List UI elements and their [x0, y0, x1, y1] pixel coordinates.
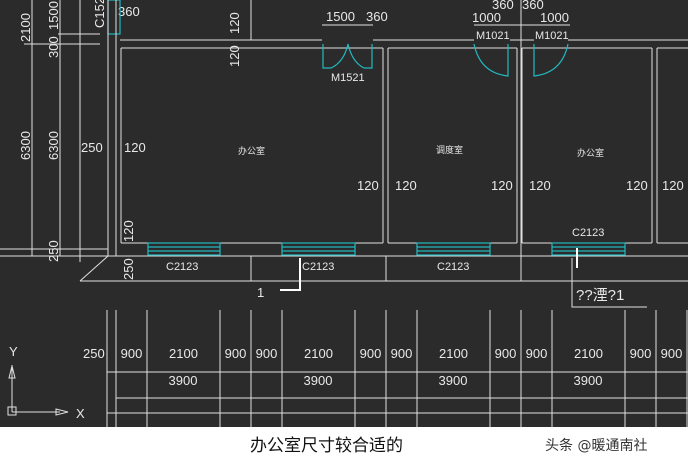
dim-120-r5: 120	[626, 178, 648, 193]
door-m1521	[322, 24, 373, 69]
dim-120-r6: 120	[662, 178, 684, 193]
window-4	[551, 242, 626, 256]
dim-120-wall: 120	[124, 140, 146, 155]
dim-row1-12: 900	[630, 346, 652, 361]
window-label-4: C2123	[572, 227, 604, 239]
window-label-2: C2123	[302, 261, 334, 273]
garbled-label: ??湮?1	[576, 287, 624, 304]
dim-row1-2: 2100	[169, 346, 198, 361]
window-3	[416, 242, 491, 256]
window-2	[281, 242, 356, 256]
dim-360-c: 360	[492, 0, 514, 12]
ucs-icon	[7, 365, 69, 416]
window-c152: C152	[92, 0, 107, 28]
caption-text: 办公室尺寸较合适的	[250, 436, 403, 456]
dim-row1-11: 2100	[574, 346, 603, 361]
dim-row2-2: 3900	[439, 373, 468, 388]
dim-2100: 2100	[18, 13, 33, 42]
dim-row1-8: 2100	[439, 346, 468, 361]
dim-250-left: 250	[46, 240, 61, 262]
caption-bar: 办公室尺寸较合适的 头条 @暖通南社	[0, 427, 688, 460]
dim-1500-top: 1500	[326, 9, 355, 24]
dim-row2-0: 3900	[169, 373, 198, 388]
bottom-dimensions	[106, 310, 688, 427]
door-label-m1021-right: M1021	[535, 30, 569, 42]
walls	[79, 0, 688, 282]
dim-120-r4: 120	[529, 178, 551, 193]
section-mark	[280, 258, 301, 291]
cad-viewport[interactable]: 2100 1500 300 6300 6300 250 C152 360	[0, 0, 688, 427]
dim-row2-1: 3900	[304, 373, 333, 388]
door-m1021-right	[533, 43, 569, 77]
dim-300: 300	[46, 36, 61, 58]
windows	[147, 242, 626, 256]
dim-1000-b: 1000	[540, 10, 569, 25]
dim-250-bottom: 250	[121, 258, 136, 280]
room-label-dispatch: 调度室	[436, 144, 463, 156]
dim-120-bottom: 120	[121, 220, 136, 242]
dim-row1-labels: 900 2100 900 900 2100 900 900 2100 900 900 2100 900…	[121, 346, 683, 361]
window-label-3: C2123	[437, 261, 469, 273]
window-1	[147, 242, 221, 256]
dim-6300-b: 6300	[46, 131, 61, 160]
dim-360-top: 360	[366, 9, 388, 24]
window-label-1: C2123	[166, 261, 198, 273]
dim-360-left: 360	[118, 4, 140, 19]
floor-plan[interactable]: 2100 1500 300 6300 6300 250 C152 360	[0, 0, 688, 427]
door-label-m1021-left: M1021	[476, 30, 510, 42]
watermark: 头条 @暖通南社	[545, 438, 648, 454]
dim-120-r1: 120	[357, 178, 379, 193]
dim-row1-7: 900	[391, 346, 413, 361]
dim-120-r2: 120	[395, 178, 417, 193]
dim-120-r3: 120	[491, 178, 513, 193]
dim-1500: 1500	[46, 1, 61, 30]
ucs-x-label: X	[76, 406, 85, 421]
room-label-office-1: 办公室	[238, 145, 265, 157]
dim-row1-0: 250	[83, 346, 105, 361]
door-label-m1521: M1521	[331, 72, 365, 84]
dim-row2-labels: 3900 3900 3900 3900	[169, 373, 603, 388]
dim-120-top-b: 120	[227, 12, 242, 34]
dim-row1-6: 900	[360, 346, 382, 361]
dim-120-top-a: 120	[227, 45, 242, 67]
dim-1000-a: 1000	[472, 10, 501, 25]
dim-250-wall: 250	[81, 140, 103, 155]
section-label: 1	[257, 285, 264, 300]
dim-row1-10: 900	[526, 346, 548, 361]
tooltip-box	[571, 258, 647, 308]
dim-360-d: 360	[522, 0, 544, 12]
dim-row1-5: 2100	[304, 346, 333, 361]
dim-row1-4: 900	[256, 346, 278, 361]
room-label-office-2: 办公室	[577, 147, 604, 159]
dim-row1-1: 900	[121, 346, 143, 361]
dim-row1-9: 900	[495, 346, 517, 361]
door-m1021-left	[473, 24, 570, 77]
ucs-y-label: Y	[9, 344, 18, 359]
dim-row1-13: 900	[661, 346, 683, 361]
dim-row1-3: 900	[225, 346, 247, 361]
dim-row2-3: 3900	[574, 373, 603, 388]
dim-6300-a: 6300	[18, 131, 33, 160]
left-dimension-lines	[0, 0, 108, 262]
